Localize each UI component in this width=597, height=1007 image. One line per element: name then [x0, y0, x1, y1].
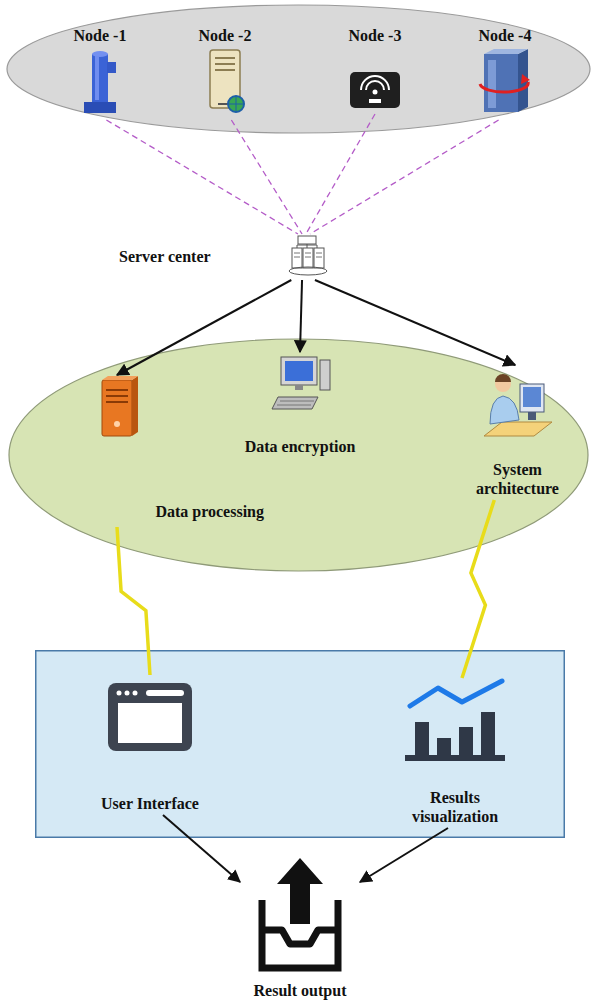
node-label: Node -3 — [349, 26, 402, 45]
node-label: User Interface — [101, 794, 199, 813]
dashed-link — [106, 120, 298, 234]
device-node: Node -4 — [473, 24, 537, 120]
output-node: User Interface — [85, 675, 215, 815]
server-node: Server center — [115, 234, 330, 280]
storage-cube-icon-part — [480, 82, 528, 92]
server-cluster-icon-part — [297, 244, 317, 248]
outbox-icon-part — [262, 930, 338, 944]
user-interface-icon-part — [133, 691, 138, 696]
pipe-icon-part — [84, 102, 116, 113]
storage-cube-icon-part — [484, 54, 518, 112]
node-label: Server center — [119, 247, 211, 266]
server-cluster-icon — [289, 236, 327, 275]
service-region: Data encryptionData processing System arc… — [8, 338, 589, 572]
service-node: Data processing — [90, 375, 270, 527]
router-icon-part — [369, 99, 381, 103]
device-node: Node -3 — [343, 24, 407, 114]
node-label: Node -2 — [199, 26, 252, 45]
device-region-outline — [6, 4, 591, 134]
chart-icon-part — [459, 727, 473, 755]
router-icon-part — [366, 81, 384, 90]
service-region-outline — [8, 338, 589, 572]
user-interface-icon-part — [118, 703, 182, 743]
chart-icon-part — [415, 722, 429, 755]
computer-icon-part — [272, 397, 318, 409]
router-icon-part — [373, 90, 378, 95]
processing-server-icon-part — [114, 421, 120, 427]
node-label: Data encryption — [245, 437, 356, 456]
web-server-icon-part — [228, 96, 244, 112]
device-region-ellipse — [7, 5, 590, 133]
server-cluster-icon-part — [303, 248, 313, 268]
pipe-icon-part — [95, 56, 99, 100]
server-cluster-icon-part — [292, 248, 302, 268]
web-server-icon — [210, 50, 244, 112]
output-panel-rect — [36, 651, 565, 838]
outbox-icon-part — [277, 858, 323, 924]
computer-icon-part — [295, 385, 303, 390]
router-icon-part — [361, 76, 389, 90]
outbox-icon-part — [262, 900, 338, 968]
device-node: Node -2 — [193, 24, 257, 120]
user-interface-icon-part — [108, 683, 192, 751]
user-interface-icon-part — [125, 691, 130, 696]
storage-cube-icon-part — [488, 60, 496, 108]
chart-icon-part — [481, 712, 495, 755]
node-label: Node -1 — [74, 26, 127, 45]
processing-server-icon-part — [132, 376, 138, 436]
service-node: Data encryption — [235, 352, 365, 458]
server-cluster-icon-part — [298, 236, 316, 244]
processing-server-icon-part — [102, 376, 138, 380]
web-server-icon-part — [215, 57, 235, 59]
device-node: Node -1 — [68, 24, 132, 120]
processing-server-icon-part — [106, 390, 128, 402]
user-interface-icon — [108, 683, 192, 751]
engineer-icon-part — [523, 387, 541, 407]
chart-icon-part — [437, 738, 451, 755]
chart-icon-part — [405, 755, 505, 761]
user-interface-icon-part — [117, 691, 122, 696]
processing-server-icon-part — [102, 380, 132, 436]
web-server-icon-part — [215, 69, 235, 71]
node-label: Result output — [254, 981, 347, 1000]
engineer-icon-part — [528, 412, 536, 420]
outbox-icon — [262, 858, 338, 968]
router-icon — [350, 72, 400, 108]
storage-cube-icon — [480, 49, 530, 112]
server-cluster-icon-part — [289, 267, 327, 275]
server-cluster-icon-part — [294, 253, 322, 257]
service-region-ellipse — [9, 339, 588, 571]
router-icon-part — [350, 72, 400, 108]
server-cluster-icon-part — [314, 248, 324, 268]
pipe-icon-part — [107, 62, 116, 73]
result-node: Result output — [240, 852, 360, 1002]
computer-icon-part — [285, 361, 313, 381]
node-label: Data processing — [155, 502, 264, 521]
dashed-link — [231, 120, 302, 234]
computer-icon-part — [320, 360, 330, 390]
pipe-icon-part — [92, 54, 108, 102]
device-region: Node -1 Node -2 Node -3 Node -4 — [6, 4, 591, 134]
output-panel: User Interface Results visualization — [35, 650, 565, 838]
service-node: System architecture — [460, 365, 576, 500]
user-interface-icon-part — [146, 690, 184, 696]
node-label: Node -4 — [479, 26, 532, 45]
engineer-icon-part — [520, 384, 544, 412]
web-server-icon-part — [215, 63, 235, 65]
pipe-icon-part — [92, 51, 108, 57]
node-label: Results visualization — [395, 788, 515, 826]
dashed-link — [310, 120, 499, 234]
web-server-icon-part — [228, 96, 244, 112]
node-label: System architecture — [463, 460, 573, 498]
processing-server-icon — [102, 376, 138, 436]
output-node: Results visualization — [385, 678, 525, 828]
computer-icon-part — [281, 357, 317, 385]
computer-icon-part — [277, 401, 314, 405]
